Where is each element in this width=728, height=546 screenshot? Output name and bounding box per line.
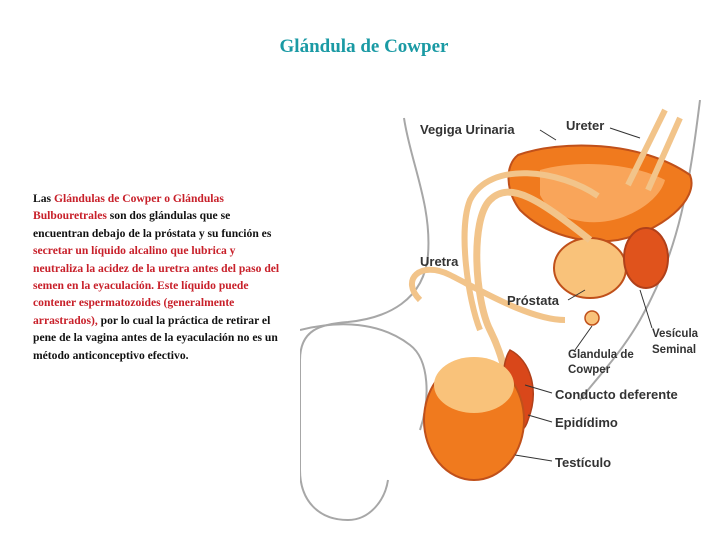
ureter-tube-1 [625, 108, 668, 187]
text-location: son dos glándulas que se encuentran deba… [33, 209, 272, 240]
cowper-gland-shape [584, 310, 600, 326]
text-intro: Las [33, 192, 54, 205]
description-paragraph: Las Glándulas de Cowper o Glándulas Bulb… [33, 190, 288, 364]
text-gland-name: Glándulas de Cowper o Glándulas Bulboure… [33, 192, 224, 223]
label-conducto: Conducto deferente [555, 387, 678, 402]
label-cowper-1: Glandula de [568, 349, 634, 361]
testicle-upper [434, 357, 514, 413]
anatomy-diagram: Vegiga Urinaria Ureter Uretra Próstata V… [300, 100, 701, 522]
label-ureter: Ureter [566, 118, 604, 133]
vas-deferens-tube [461, 170, 600, 332]
label-vesicula-1: Vesícula [652, 328, 699, 340]
penis-tube [409, 266, 566, 323]
text-conclusion: por lo cual la práctica de retirar el pe… [33, 313, 278, 362]
ureter-tube-2 [645, 116, 683, 192]
seminal-vesicle-shape [623, 227, 669, 289]
leader-prostata [567, 289, 586, 301]
prostate-shape [553, 237, 627, 299]
label-epididimo: Epidídimo [555, 415, 618, 430]
leader-testiculo [514, 454, 553, 462]
label-vejiga: Vegiga Urinaria [420, 122, 515, 137]
label-prostata: Próstata [507, 293, 560, 308]
leader-vesicula [639, 289, 653, 329]
label-testiculo: Testículo [555, 455, 611, 470]
label-vesicula-2: Seminal [652, 344, 696, 356]
leader-ureter [609, 127, 641, 139]
scrotum-outline [300, 323, 428, 431]
slide-title: Glándula de Cowper [279, 36, 449, 57]
leader-vejiga [539, 129, 557, 141]
text-function: secretar un líquido alcalino que lubrica… [33, 244, 280, 327]
leader-epididimo [527, 414, 553, 423]
leader-conducto [524, 384, 553, 394]
body-outline [300, 117, 430, 522]
leader-cowper [574, 325, 593, 351]
label-cowper-2: Cowper [568, 364, 611, 376]
abdomen-outline [579, 100, 701, 401]
label-uretra: Uretra [420, 254, 459, 269]
